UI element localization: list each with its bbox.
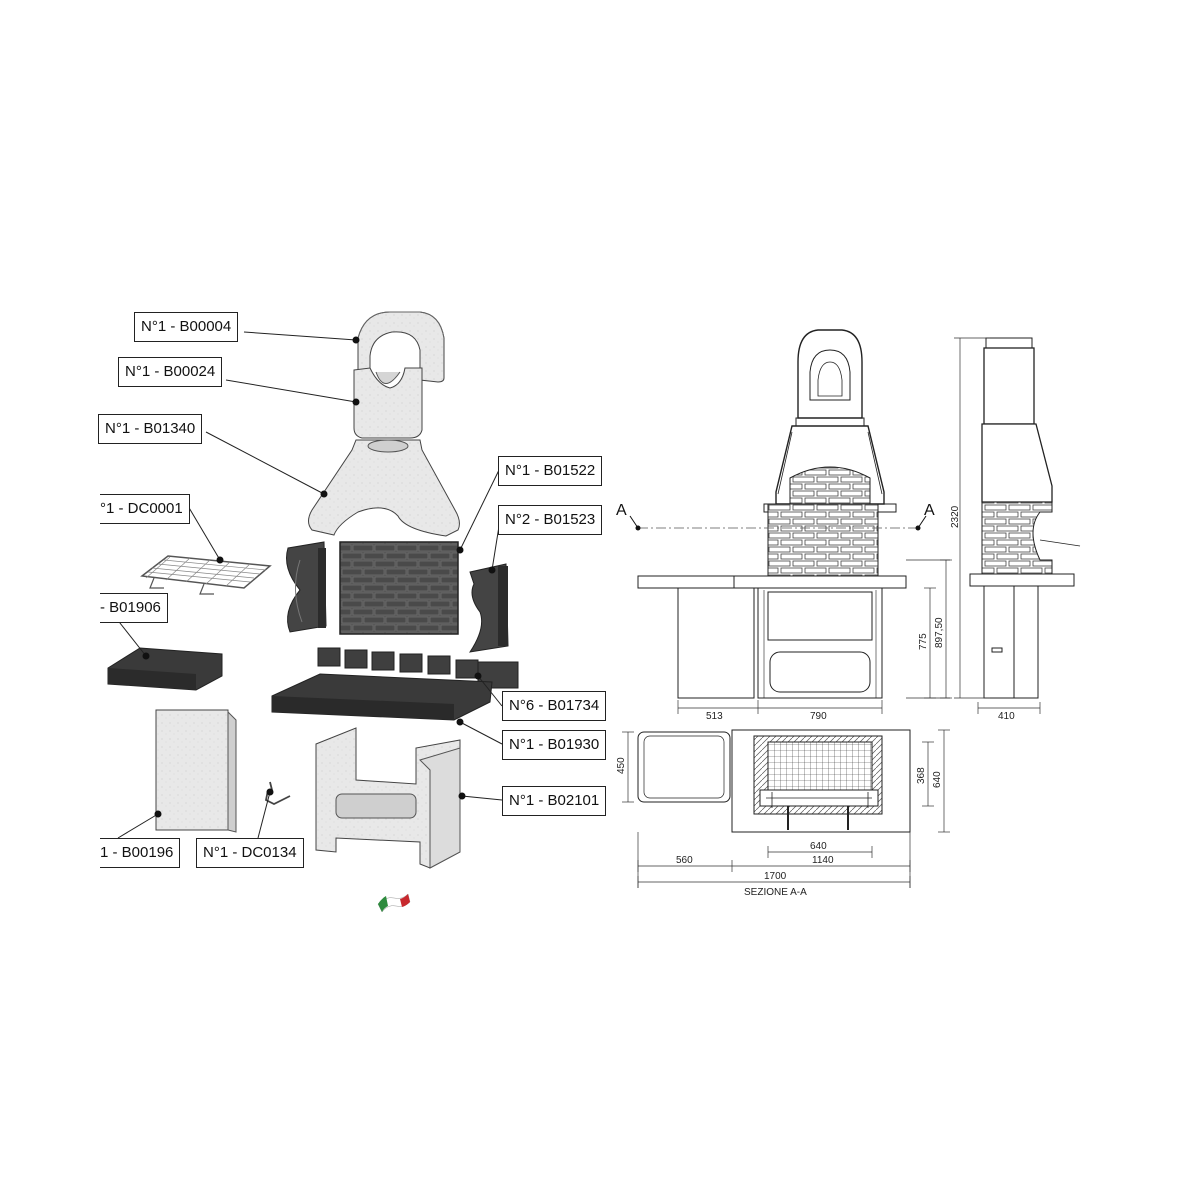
section-line bbox=[629, 515, 927, 531]
part-label-b02101: N°1 - B02101 bbox=[502, 786, 607, 816]
dim-2320: 2320 bbox=[950, 505, 961, 528]
part-label-b01734: N°6 - B01734 bbox=[502, 691, 607, 721]
part-label-b01522: N°1 - B01522 bbox=[498, 456, 603, 486]
part-label-b01906: - B01906 bbox=[100, 593, 168, 623]
base-part bbox=[315, 727, 461, 869]
part-label-b01340: N°1 - B01340 bbox=[98, 414, 203, 444]
dim-560: 560 bbox=[676, 855, 693, 866]
dim-775: 775 bbox=[918, 633, 929, 650]
left-side-part bbox=[286, 541, 327, 633]
section-mark-left: A bbox=[616, 502, 627, 519]
dim-790: 790 bbox=[810, 711, 827, 722]
dim-1700: 1700 bbox=[764, 871, 787, 882]
front-elevation bbox=[637, 329, 907, 699]
part-label-b00024: N°1 - B00024 bbox=[118, 357, 223, 387]
bracket-part bbox=[264, 781, 291, 806]
dim-640-horizontal: 640 bbox=[810, 841, 827, 852]
section-caption: SEZIONE A-A bbox=[744, 887, 807, 898]
part-label-dc0134: N°1 - DC0134 bbox=[196, 838, 304, 868]
side-elevation bbox=[969, 337, 1081, 699]
right-side-part bbox=[468, 563, 509, 653]
part-label-b01523: N°2 - B01523 bbox=[498, 505, 603, 535]
part-label-b01930: N°1 - B01930 bbox=[502, 730, 607, 760]
chimney-cap-part bbox=[357, 311, 445, 383]
hood-part bbox=[308, 439, 460, 537]
chimney-flue-part bbox=[353, 367, 423, 439]
back-wall-part bbox=[339, 541, 459, 635]
plan-dimension-lines bbox=[622, 729, 950, 888]
grill-rack-part bbox=[140, 555, 272, 595]
dim-513: 513 bbox=[706, 711, 723, 722]
leader-lines bbox=[115, 331, 503, 839]
dim-640-vertical: 640 bbox=[932, 771, 943, 788]
dim-410: 410 bbox=[998, 711, 1015, 722]
dim-450: 450 bbox=[616, 757, 627, 774]
dim-897: 897,50 bbox=[934, 617, 945, 648]
part-label-dc0001: °1 - DC0001 bbox=[100, 494, 190, 524]
leader-dots bbox=[142, 336, 496, 818]
dim-368: 368 bbox=[916, 767, 927, 784]
side-dimension-lines bbox=[954, 337, 1041, 714]
side-shelf-part bbox=[107, 647, 223, 691]
italian-flag-icon bbox=[377, 893, 411, 913]
section-plan bbox=[637, 729, 911, 833]
part-label-b00196: 1 - B00196 bbox=[100, 838, 181, 868]
front-dimension-lines bbox=[677, 559, 952, 714]
part-label-b00004: N°1 - B00004 bbox=[134, 312, 239, 342]
side-panel-part bbox=[155, 709, 237, 833]
dim-1140: 1140 bbox=[812, 855, 834, 866]
base-slab-part bbox=[271, 673, 493, 721]
section-mark-right: A bbox=[924, 502, 935, 519]
